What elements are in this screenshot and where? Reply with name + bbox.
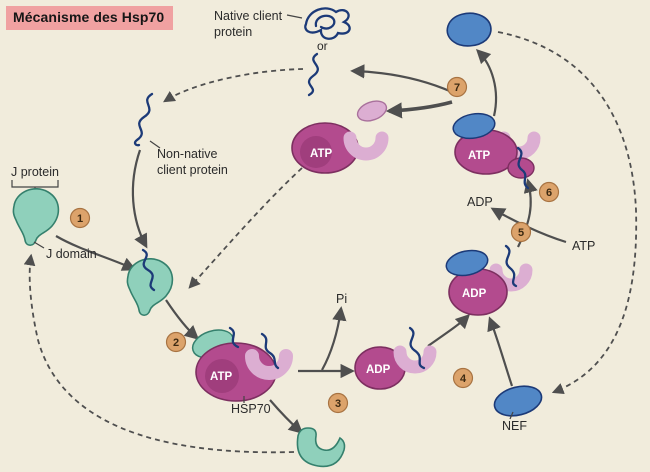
- dashed-arrow-jprotein-recycle-loop: [23, 253, 295, 454]
- atp-incoming-label: ATP: [572, 239, 595, 253]
- step-5-circle: [510, 221, 532, 243]
- j-domain-tick: [33, 241, 45, 249]
- dashed-arrow-client-to-nonnative: [163, 68, 304, 103]
- hsp70-sbd-arch: [245, 349, 293, 380]
- client-in-hsp70-squiggle: [228, 326, 280, 370]
- nef-atp-state-label: ATP: [468, 150, 490, 162]
- pi-label: Pi: [336, 292, 347, 306]
- step-1-badge: 1: [69, 207, 91, 229]
- native-client-tick: [286, 14, 303, 19]
- arrow-adp-complex-to-nef-complex: [427, 313, 471, 347]
- client-in-adp-complex-squiggle: [408, 326, 426, 370]
- step-5-badge: 5: [510, 221, 532, 243]
- diagram-title: Mécanisme des Hsp70: [6, 6, 174, 30]
- knot-scribble: [304, 7, 351, 40]
- arrow-client-delivery-to-hsp70: [165, 299, 200, 340]
- released-j-protein-shape: [296, 427, 346, 468]
- open-complex-lid: [356, 100, 388, 122]
- nef-body: [493, 385, 543, 417]
- step-7-number: 7: [454, 82, 460, 94]
- step-4-number: 4: [460, 373, 467, 385]
- nef-label: NEF: [502, 419, 527, 433]
- arrow-pi-release: [321, 306, 347, 371]
- step-2-circle: [165, 331, 187, 353]
- adp-nef-blue-cap: [445, 249, 489, 277]
- open-atp-state-label: ATP: [310, 148, 332, 160]
- non-native-tick: [149, 140, 161, 149]
- hsp70-atp-open-complex: [291, 100, 389, 174]
- j-protein-label: J protein: [11, 165, 59, 179]
- arrow-release-or-client: [350, 64, 453, 94]
- step-5-number: 5: [518, 227, 524, 239]
- arrow-nef-joins-complex: [487, 316, 514, 387]
- j-protein-shape: [11, 180, 60, 249]
- step-4-circle: [452, 367, 474, 389]
- open-complex-sbd-arch: [343, 131, 389, 161]
- hsp70-adp-nef-complex: [445, 244, 533, 316]
- step-6-badge: 6: [538, 181, 560, 203]
- step-7-circle: [446, 76, 468, 98]
- dashed-arrow-nef-recycle-loop: [497, 31, 638, 395]
- adp-complex-sbd-arch: [393, 345, 437, 374]
- open-complex-dark-lobe: [300, 136, 332, 168]
- native-client-label-line2: protein: [214, 25, 252, 39]
- client-on-jprotein-squiggle: [141, 248, 156, 292]
- arrow-release-native-client: [475, 48, 498, 117]
- step-1-number: 1: [77, 213, 83, 225]
- j-domain-label: J domain: [46, 247, 97, 261]
- j-protein-body: [12, 188, 60, 247]
- step-3-number: 3: [335, 398, 341, 410]
- hsp70-nbd-dark-lobe: [205, 359, 239, 393]
- nonnative-scribble: [133, 92, 154, 147]
- non-native-label-line1: Non-native: [157, 147, 217, 161]
- arrow-jprotein-release: [269, 399, 304, 434]
- native-client-knot-icon: [286, 7, 351, 40]
- client-leaving-squiggle: [516, 146, 530, 190]
- nef-shape: [493, 385, 543, 420]
- native-protein-released-shape: [446, 12, 492, 47]
- hsp70-label: HSP70: [231, 402, 271, 416]
- hsp70-adp-complex: [354, 326, 437, 390]
- step-3-badge: 3: [327, 392, 349, 414]
- nef-adp-state-label: ADP: [462, 288, 487, 300]
- arrow-jprotein-binding: [55, 235, 137, 271]
- or-label: or: [317, 39, 328, 53]
- hsp70-atp-state-label: ATP: [210, 371, 232, 383]
- dashed-arrow-open-complex-to-loading: [188, 167, 303, 289]
- hsp70-atp-nef-complex: [452, 112, 541, 190]
- step-2-number: 2: [173, 337, 179, 349]
- nef-label-tick: [509, 411, 514, 420]
- step-2-badge: 2: [165, 331, 187, 353]
- mid-adp-state-label: ADP: [366, 364, 391, 376]
- arrow-nonnative-client-down: [131, 149, 148, 249]
- step-7-badge: 7: [446, 76, 468, 98]
- non-native-client-squiggle: [133, 92, 161, 149]
- step-4-badge: 4: [452, 367, 474, 389]
- hsp70-atp-complex: [191, 326, 293, 403]
- client-in-adp-nef-squiggle: [504, 244, 518, 288]
- atp-nef-blue-cap: [452, 112, 496, 140]
- native-client-label-line1: Native client: [214, 9, 283, 23]
- free-client-squiggle: [307, 52, 319, 97]
- adp-released-label: ADP: [467, 195, 493, 209]
- step-6-circle: [538, 181, 560, 203]
- client-bound-j-protein: [126, 248, 174, 317]
- arrow-back-to-open-state: [385, 100, 453, 119]
- step-3-circle: [327, 392, 349, 414]
- step-1-circle: [69, 207, 91, 229]
- non-native-label-line2: client protein: [157, 163, 228, 177]
- step-6-number: 6: [546, 187, 552, 199]
